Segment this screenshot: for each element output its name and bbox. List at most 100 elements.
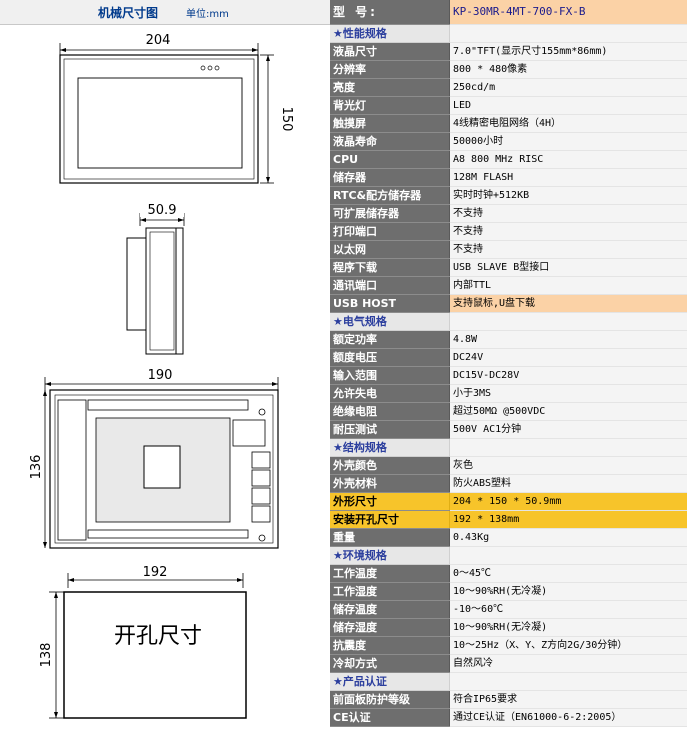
spec-value: 实时时钟+512KB xyxy=(449,186,687,205)
spec-label-text: 液晶寿命 xyxy=(333,135,377,148)
drawing-header: 机械尺寸图 单位:mm xyxy=(0,0,330,25)
spec-label: 分辨率 xyxy=(330,60,450,79)
spec-value: 防火ABS塑料 xyxy=(449,474,687,493)
back-width-dim: 190 xyxy=(148,368,173,383)
star-icon: ★ xyxy=(333,675,343,688)
spec-label-text: 打印端口 xyxy=(333,225,377,238)
spec-section-row: ★结构规格 xyxy=(330,438,687,457)
side-depth-dim: 50.9 xyxy=(148,203,177,218)
back-view: 190 136 xyxy=(29,367,279,549)
spec-row: 打印端口不支持 xyxy=(330,222,687,241)
section-title: ★产品认证 xyxy=(330,672,450,691)
spec-value: 4.8W xyxy=(449,330,687,349)
spec-label: 工作温度 xyxy=(330,564,450,583)
spec-value: DC15V-DC28V xyxy=(449,366,687,385)
section-title: ★电气规格 xyxy=(330,312,450,331)
spec-value: 50000小时 xyxy=(449,132,687,151)
spec-label: 重量 xyxy=(330,528,450,547)
spec-label: 工作湿度 xyxy=(330,582,450,601)
spec-label-text: 通讯端口 xyxy=(333,279,377,292)
spec-value: 250cd/m xyxy=(449,78,687,97)
drawing-unit: 单位:mm xyxy=(186,9,229,20)
back-height-dim: 136 xyxy=(29,455,44,480)
spec-label-text: 触摸屏 xyxy=(333,117,366,130)
spec-label-text: 外壳材料 xyxy=(333,477,377,490)
front-width-dim: 204 xyxy=(146,33,171,48)
spec-label: 冷却方式 xyxy=(330,654,450,673)
spec-label: 以太网 xyxy=(330,240,450,259)
spec-value: 204 * 150 * 50.9mm xyxy=(449,492,687,511)
spec-row: 以太网不支持 xyxy=(330,240,687,259)
spec-label: CPU xyxy=(330,150,450,169)
spec-value: USB SLAVE B型接口 xyxy=(449,258,687,277)
spec-label: 储存器 xyxy=(330,168,450,187)
spec-label-text: 输入范围 xyxy=(333,369,377,382)
spec-row: 输入范围 DC15V-DC28V xyxy=(330,366,687,385)
spec-label: 外壳颜色 xyxy=(330,456,450,475)
spec-label: 耐压测试 xyxy=(330,420,450,439)
star-icon: ★ xyxy=(333,441,343,454)
spec-label-text: RTC&配方储存器 xyxy=(333,189,422,202)
spec-label-text: 液晶尺寸 xyxy=(333,45,377,58)
spec-section-row: ★性能规格 xyxy=(330,24,687,43)
spec-label: 程序下载 xyxy=(330,258,450,277)
spec-row: 绝缘电阻 超过50MΩ @500VDC xyxy=(330,402,687,421)
spec-row: 前面板防护等级符合IP65要求 xyxy=(330,690,687,709)
spec-label-text: 性能规格 xyxy=(342,27,387,40)
spec-value: 符合IP65要求 xyxy=(449,690,687,709)
spec-row: 冷却方式 自然风冷 xyxy=(330,654,687,673)
section-title: ★性能规格 xyxy=(330,24,450,43)
spec-value: 自然风冷 xyxy=(449,654,687,673)
spec-label: 储存温度 xyxy=(330,600,450,619)
spec-label: 通讯端口 xyxy=(330,276,450,295)
spec-label-text: 外壳颜色 xyxy=(333,459,377,472)
cutout-view: 192 138 开孔尺寸 xyxy=(38,564,247,719)
spec-value xyxy=(449,438,687,457)
spec-row: CE认证通过CE认证（EN61000-6-2:2005） xyxy=(330,708,687,727)
spec-row: 储存温度 -10～60℃ xyxy=(330,600,687,619)
spec-section-row: ★环境规格 xyxy=(330,546,687,565)
spec-value: LED xyxy=(449,96,687,115)
spec-value: 10～90%RH(无冷凝) xyxy=(449,582,687,601)
star-icon: ★ xyxy=(333,315,343,328)
spec-label: 触摸屏 xyxy=(330,114,450,133)
spec-label: 允许失电 xyxy=(330,384,450,403)
spec-label-text: 外形尺寸 xyxy=(333,495,377,508)
spec-label: 亮度 xyxy=(330,78,450,97)
spec-label-text: 允许失电 xyxy=(333,387,377,400)
side-view: 50.9 xyxy=(126,203,185,355)
drawing-title: 机械尺寸图 xyxy=(98,6,159,20)
spec-label-text: CE认证 xyxy=(333,711,371,724)
spec-label: 液晶寿命 xyxy=(330,132,450,151)
spec-value: 10～25Hz（X、Y、Z方向2G/30分钟） xyxy=(449,636,687,655)
spec-label: USB HOST xyxy=(330,294,450,313)
front-height-dim: 150 xyxy=(279,107,294,132)
spec-value: -10～60℃ xyxy=(449,600,687,619)
spec-value: A8 800 MHz RISC xyxy=(449,150,687,169)
spec-label-text: 储存器 xyxy=(333,171,366,184)
spec-value: 0.43Kg xyxy=(449,528,687,547)
spec-row: 背光灯 LED xyxy=(330,96,687,115)
spec-label-text: 背光灯 xyxy=(333,99,366,112)
spec-label-text: CPU xyxy=(333,153,359,166)
spec-label-text: 绝缘电阻 xyxy=(333,405,377,418)
spec-value: 超过50MΩ @500VDC xyxy=(449,402,687,421)
spec-label-text: 电气规格 xyxy=(342,315,387,328)
spec-label-text: 储存温度 xyxy=(333,603,377,616)
spec-label-text: 冷却方式 xyxy=(333,657,377,670)
spec-row: RTC&配方储存器 实时时钟+512KB xyxy=(330,186,687,205)
section-title: ★结构规格 xyxy=(330,438,450,457)
spec-label-text: 产品认证 xyxy=(342,675,387,688)
spec-label-text: 环境规格 xyxy=(342,549,387,562)
